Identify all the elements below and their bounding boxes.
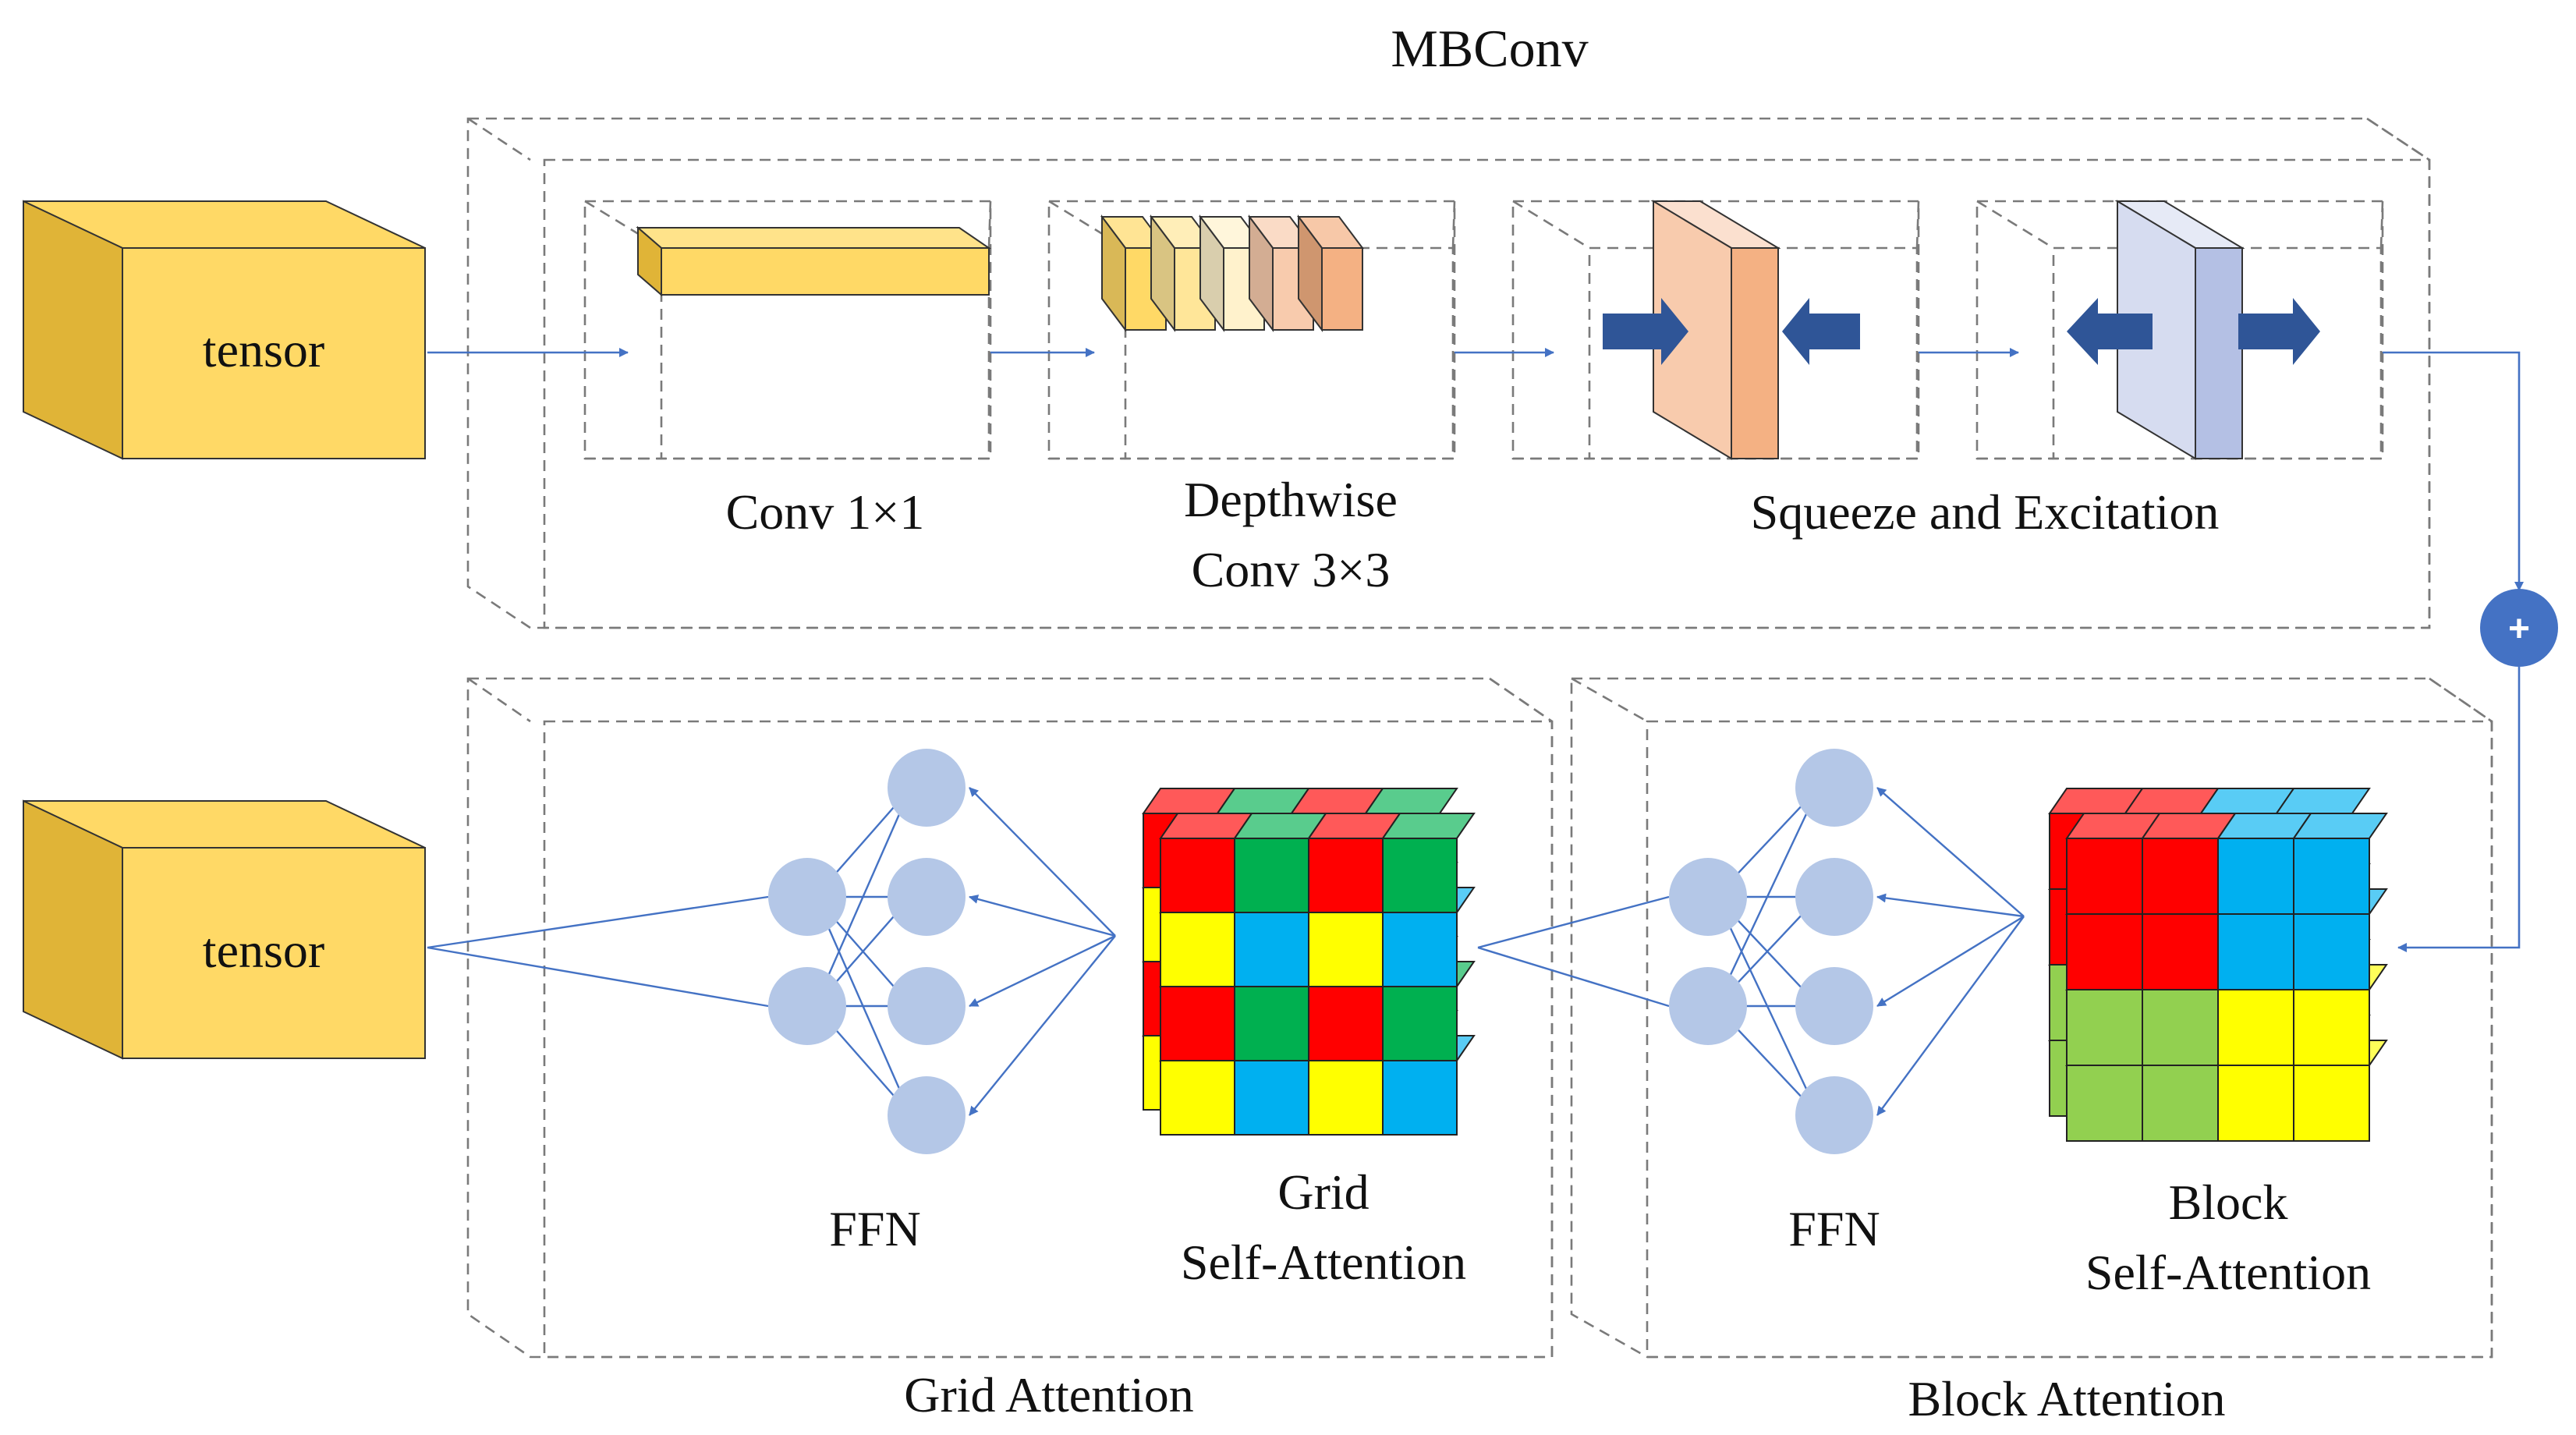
excitation-stage xyxy=(1975,200,2384,460)
block-self-attention-cube xyxy=(2048,788,2388,1142)
grid-sa-label-line2: Self-Attention xyxy=(1181,1235,1466,1290)
input-connection xyxy=(1477,946,1670,1008)
attention-to-ffn-arrow xyxy=(1876,787,2025,917)
attention-to-ffn-arrow xyxy=(969,787,1116,937)
block-sa-label-line1: Block xyxy=(2169,1175,2288,1230)
depthwise-label-line2: Conv 3×3 xyxy=(1192,542,1391,597)
depthwise-slice xyxy=(1297,214,1364,332)
attention-to-ffn-arrow xyxy=(1876,915,2025,1008)
attention-to-ffn-arrow xyxy=(969,895,1116,937)
voxel xyxy=(1233,813,1327,913)
squeeze-excitation-label: Squeeze and Excitation xyxy=(1751,484,2220,540)
mbconv-container xyxy=(466,117,2431,629)
voxel xyxy=(2216,813,2312,915)
ffn-node xyxy=(888,858,966,936)
ffn-node xyxy=(888,967,966,1045)
tensor-bottom-label: tensor xyxy=(203,923,324,978)
grid-sa-label-line1: Grid xyxy=(1277,1164,1369,1220)
arrow-excitation-to-plus xyxy=(2383,351,2524,591)
input-connection xyxy=(427,946,769,1008)
mbconv-label: MBConv xyxy=(1391,19,1588,78)
plus-icon: + xyxy=(2508,608,2530,650)
plus-node: + xyxy=(2480,589,2558,667)
attention-to-ffn-arrow xyxy=(969,935,1116,1116)
squeeze-plate xyxy=(1650,200,1781,460)
ffn-node xyxy=(1669,967,1747,1045)
tensor-top-cube xyxy=(23,200,426,460)
ffn-node xyxy=(888,1076,966,1154)
ffn-grid-label: FFN xyxy=(829,1201,920,1256)
block-attention-label: Block Attention xyxy=(1908,1371,2225,1426)
grid-attention-label: Grid Attention xyxy=(904,1367,1194,1423)
voxel xyxy=(2141,813,2237,915)
block-attention-container xyxy=(1570,677,2493,1359)
input-connection xyxy=(427,895,769,949)
ffn-node xyxy=(1795,1076,1873,1154)
ffn-node xyxy=(1795,749,1873,827)
ffn-node xyxy=(1795,858,1873,936)
attention-to-ffn-arrow xyxy=(969,934,1116,1008)
excitation-arrow-left-icon xyxy=(2067,298,2153,365)
grid-attention-container xyxy=(466,677,1554,1359)
attention-to-ffn-arrow xyxy=(1876,893,2025,918)
ffn-block-label: FFN xyxy=(1788,1201,1880,1256)
block-sa-label-line2: Self-Attention xyxy=(2085,1245,2371,1300)
ffn-nodes xyxy=(768,749,1873,1154)
conv1x1-stage xyxy=(583,200,992,460)
voxel xyxy=(1307,813,1401,913)
squeeze-arrow-right-icon xyxy=(1603,298,1688,365)
squeeze-stage xyxy=(1511,200,1920,460)
ffn-node xyxy=(768,967,846,1045)
arrow-plus-to-block-attention xyxy=(2397,667,2521,952)
voxel xyxy=(2065,813,2161,915)
grid-self-attention-cube xyxy=(1142,788,1476,1136)
depthwise-slices xyxy=(1100,214,1364,332)
voxel xyxy=(1381,813,1476,913)
excitation-plate xyxy=(2114,200,2245,460)
ffn-connection xyxy=(813,787,912,1007)
ffn-node xyxy=(888,749,966,827)
tensor-bottom-cube xyxy=(23,799,426,1060)
ffn-node xyxy=(1669,858,1747,936)
attention-to-ffn-arrow xyxy=(1876,916,2025,1116)
squeeze-arrow-left-icon xyxy=(1782,298,1860,365)
voxel xyxy=(1159,813,1253,913)
ffn-node xyxy=(1795,967,1873,1045)
tensor-top-label: tensor xyxy=(203,322,324,377)
voxel xyxy=(2292,813,2388,915)
depthwise-stage xyxy=(1047,200,1456,460)
excitation-arrow-right-icon xyxy=(2238,298,2320,365)
conv1x1-slab xyxy=(636,225,992,297)
ffn-connection xyxy=(1714,787,1820,1007)
input-connection xyxy=(1477,895,1670,949)
ffn-node xyxy=(768,858,846,936)
conv1x1-label: Conv 1×1 xyxy=(726,484,925,540)
depthwise-label-line1: Depthwise xyxy=(1184,472,1398,527)
